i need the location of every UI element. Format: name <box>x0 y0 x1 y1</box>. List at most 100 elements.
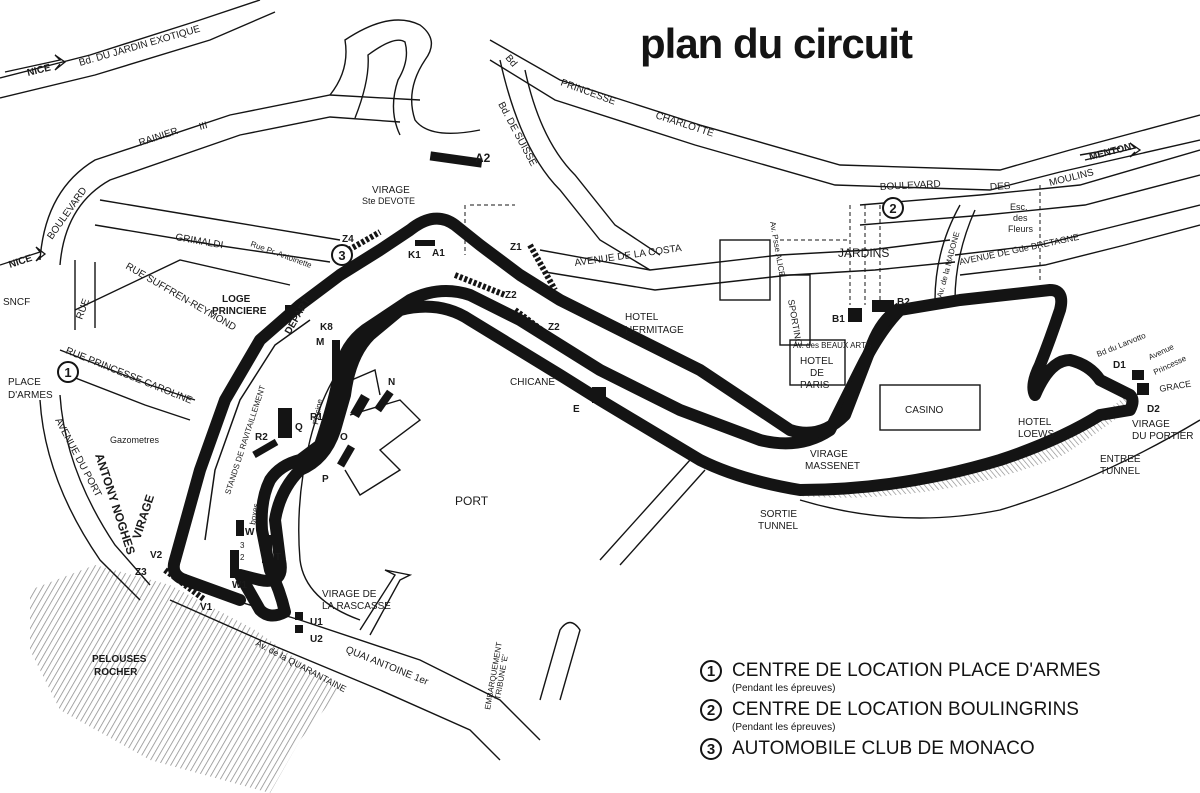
street-caroline: RUE PRINCESSE CAROLINE <box>64 346 194 407</box>
place-loge-2: PRINCIERE <box>212 306 267 317</box>
place-loews-1: HOTEL <box>1018 417 1052 428</box>
street-moulins-des: DES <box>990 181 1011 193</box>
place-portier-2: DU PORTIER <box>1132 431 1194 442</box>
place-port: PORT <box>455 494 489 508</box>
legend-note-2: (Pendant les épreuves) <box>732 722 836 733</box>
stand-d1: D1 <box>1113 360 1126 371</box>
place-armes-2: D'ARMES <box>8 390 53 401</box>
place-esc-2: des <box>1013 213 1028 223</box>
legend-label-3: AUTOMOBILE CLUB DE MONACO <box>732 738 1035 759</box>
legend-num-1: 1 <box>700 660 722 682</box>
stand-w2: 2 <box>240 553 245 562</box>
marker-2-label: 2 <box>889 201 896 216</box>
nice-top-label: NICE <box>26 62 52 79</box>
stand-n: N <box>388 377 395 388</box>
place-sortie-1: SORTIE <box>760 509 797 520</box>
place-rascasse-2: LA RASCASSE <box>322 601 391 612</box>
place-rascasse-1: VIRAGE DE <box>322 589 377 600</box>
street-larvotto: Bd du Larvotto <box>1095 331 1147 359</box>
track-antony-noghes <box>167 554 246 606</box>
street-quai: QUAI ANTOINE 1er <box>344 645 430 688</box>
stand-p: P <box>322 474 329 485</box>
stand-k1: K1 <box>408 250 421 261</box>
street-beaux-arts: Av. des BEAUX ARTS <box>793 341 871 350</box>
stand-z1: Z1 <box>510 242 522 253</box>
marker-1-label: 1 <box>64 365 71 380</box>
place-sortie-2: TUNNEL <box>758 521 798 532</box>
place-hotel-paris-3: PARIS <box>800 380 830 391</box>
stand-m: M <box>316 337 324 348</box>
street-grace-3: GRACE <box>1159 379 1192 394</box>
street-alice: Av. Psse ALICE <box>768 221 787 277</box>
street-rainier-num: III <box>198 120 209 133</box>
legend-num-3: 3 <box>700 738 722 760</box>
stand-q: Q <box>295 422 303 433</box>
place-esc-1: Esc. <box>1010 202 1028 212</box>
street-rainier: RAINIER <box>138 126 180 149</box>
stand-z2b: Z2 <box>548 322 560 333</box>
place-jardins: JARDINS <box>838 246 889 260</box>
stand-z2a: Z2 <box>505 290 517 301</box>
marker-3-label: 3 <box>338 248 345 263</box>
place-entree-2: TUNNEL <box>1100 466 1140 477</box>
stand-z4: Z4 <box>342 234 354 245</box>
map-title: plan du circuit <box>640 20 913 67</box>
place-esc-3: Fleurs <box>1008 224 1034 234</box>
place-antony-1: VIRAGE <box>130 493 158 541</box>
place-devote-2: Ste DEVOTE <box>362 196 415 206</box>
place-sncf: SNCF <box>3 297 30 308</box>
place-massenet-1: VIRAGE <box>810 449 848 460</box>
street-grimaldi: GRIMALDI <box>174 232 224 251</box>
place-hermitage-2: HERMITAGE <box>625 325 684 336</box>
map-markers: 1 2 3 <box>57 197 904 383</box>
place-chicane: CHICANE <box>510 377 555 388</box>
place-hermitage-1: HOTEL <box>625 312 659 323</box>
legend-item-2: 2 CENTRE DE LOCATION BOULINGRINS (Pendan… <box>700 699 1190 734</box>
place-loge-1: LOGE <box>222 294 251 305</box>
stand-r1: R1 <box>310 412 323 423</box>
stand-d2: D2 <box>1147 404 1160 415</box>
street-princesse: PRINCESSE <box>559 77 617 107</box>
legend: 1 CENTRE DE LOCATION PLACE D'ARMES (Pend… <box>700 660 1190 764</box>
pit-lane <box>204 319 311 541</box>
stand-u1: U1 <box>310 617 323 628</box>
stand-a2: A2 <box>475 151 491 165</box>
street-bretagne: AVENUE DE Gde BRETAGNE <box>958 232 1080 267</box>
direction-arrows <box>0 54 1142 266</box>
stand-k8: K8 <box>320 322 333 333</box>
pelouses-hatched-zone <box>30 565 340 793</box>
place-devote-1: VIRAGE <box>372 185 410 196</box>
street-rue: RUE <box>74 297 92 321</box>
stand-e: E <box>573 404 580 415</box>
place-hotel-paris-1: HOTEL <box>800 356 834 367</box>
place-pelouses-2: ROCHER <box>94 667 138 678</box>
place-portier-1: VIRAGE <box>1132 419 1170 430</box>
street-moulins-bd: BOULEVARD <box>880 179 941 193</box>
marker-2 <box>882 197 904 219</box>
place-antony-2: ANTONY NOGHES <box>92 452 138 557</box>
legend-label-2: CENTRE DE LOCATION BOULINGRINS <box>732 699 1079 720</box>
stand-b2: B2 <box>897 297 910 308</box>
legend-note-1: (Pendant les épreuves) <box>732 683 836 694</box>
stand-a1: A1 <box>432 248 445 259</box>
legend-num-2: 2 <box>700 699 722 721</box>
street-suffren: RUE SUFFREN-REYMOND <box>124 261 238 333</box>
place-entree-1: ENTREE <box>1100 454 1141 465</box>
stand-t: T <box>275 552 281 563</box>
stand-r2: R2 <box>255 432 268 443</box>
stand-o: O <box>340 432 348 443</box>
place-casino: CASINO <box>905 405 944 416</box>
street-boulevard: BOULEVARD <box>45 185 89 241</box>
stand-z3: Z3 <box>135 567 147 578</box>
street-jardin-exotique: Bd. DU JARDIN EXOTIQUE <box>78 24 202 69</box>
place-loews-2: LOEWS <box>1018 429 1054 440</box>
stand-u2: U2 <box>310 634 323 645</box>
race-track <box>234 284 1139 622</box>
place-sporting: SPORTING <box>786 299 804 347</box>
hatched-stands <box>163 229 577 603</box>
menton-label: MENTON <box>1088 142 1133 163</box>
grandstands <box>230 151 1149 633</box>
stand-labels: A2 A1 K1 Z4 Z1 Z2 Z2 K8 M N O P Q R1 R2 … <box>135 151 1160 645</box>
